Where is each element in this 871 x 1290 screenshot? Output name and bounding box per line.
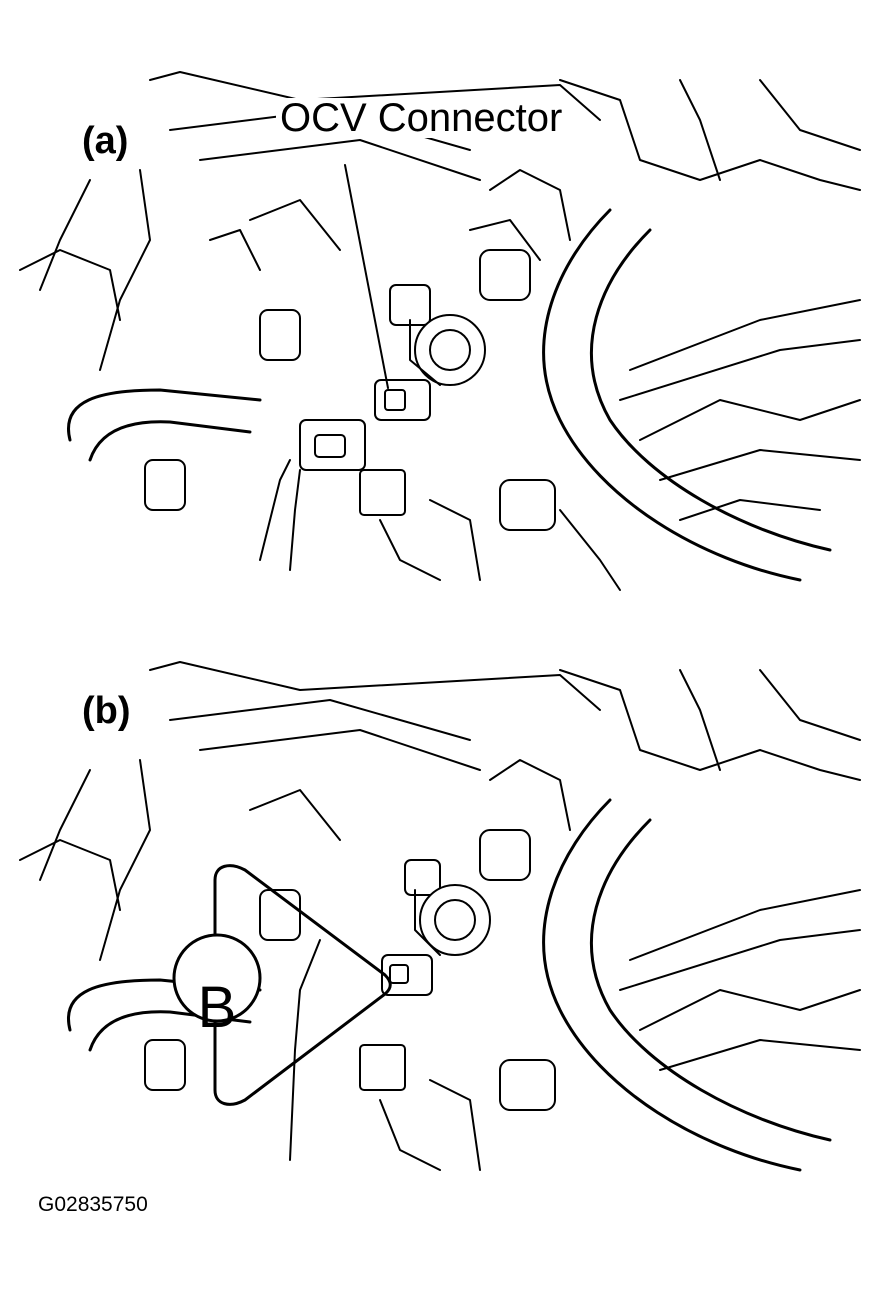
- ocv-connector-callout: OCV Connector: [276, 98, 567, 138]
- marker-b: B: [197, 975, 237, 1040]
- diagram-panel-b: (b) B: [0, 630, 871, 1190]
- diagram-panel-a: (a) OCV Connector: [0, 40, 871, 600]
- panel-label-a: (a): [78, 120, 133, 162]
- panel-label-b: (b): [78, 690, 135, 732]
- engine-line-drawing-a: [19, 71, 861, 591]
- figure-code: G02835750: [38, 1193, 148, 1216]
- engine-line-drawing-b: [19, 661, 861, 1172]
